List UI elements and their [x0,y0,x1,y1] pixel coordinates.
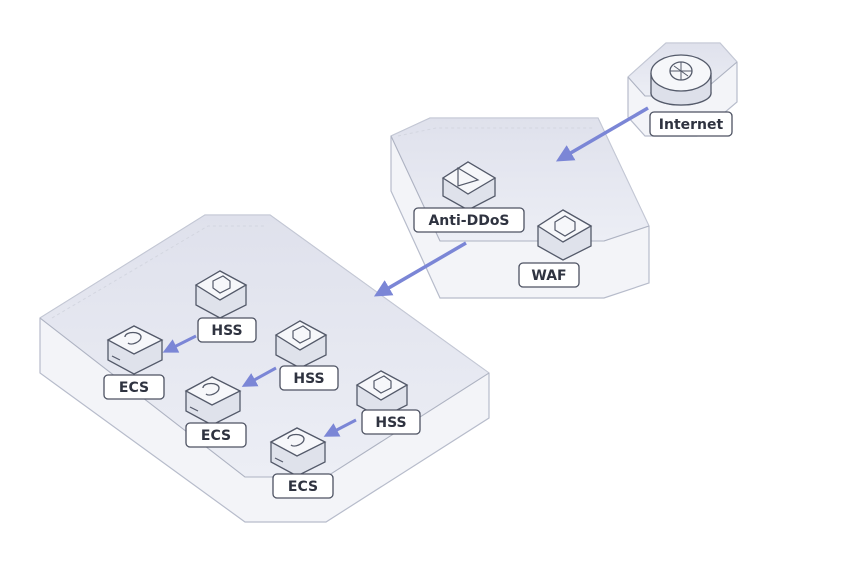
server-icon [184,376,242,426]
hss-node-3: HSS [355,370,421,435]
internet-label-box [649,111,733,137]
ecs-label-3: ECS [288,479,318,495]
ecs-label-1: ECS [119,380,149,396]
ecs-label-box-3 [272,473,334,499]
server-icon [269,427,327,477]
internet-node: Internet [649,54,733,137]
anti-ddos-label-box [413,207,525,233]
server-icon [106,325,164,375]
hss-label-box-3 [361,409,421,435]
hss-node-2: HSS [274,320,339,391]
ecs-node-3: ECS [269,427,334,499]
shield-firewall-icon [536,209,593,261]
arrow-hss-to-ecs-3 [323,418,357,437]
arrow-hss-to-ecs-2 [241,366,277,387]
anti-ddos-label: Anti-DDoS [428,213,509,229]
hss-label-box-1 [197,317,257,343]
hss-label-3: HSS [375,415,406,431]
shield-triangle-icon [441,161,497,211]
hss-label-box-2 [279,365,339,391]
ecs-label-box-2 [185,422,247,448]
compute-zone-platform [39,214,490,523]
globe-icon [650,54,712,106]
waf-node: WAF [518,209,593,288]
ecs-node-1: ECS [103,325,165,400]
shield-document-icon [355,370,409,419]
arrow-internet-to-security [555,106,649,162]
ecs-node-2: ECS [184,376,247,448]
anti-ddos-node: Anti-DDoS [413,161,525,233]
hss-label-2: HSS [293,371,324,387]
shield-document-icon [194,270,248,319]
hss-label-1: HSS [211,323,242,339]
waf-label-box [518,262,580,288]
arrow-security-to-compute [373,241,467,297]
internet-label: Internet [659,117,724,133]
hss-node-1: HSS [194,270,257,343]
ecs-label-2: ECS [201,428,231,444]
waf-label: WAF [531,268,566,284]
shield-document-icon [274,320,328,369]
arrow-hss-to-ecs-1 [162,334,197,353]
ecs-label-box-1 [103,374,165,400]
